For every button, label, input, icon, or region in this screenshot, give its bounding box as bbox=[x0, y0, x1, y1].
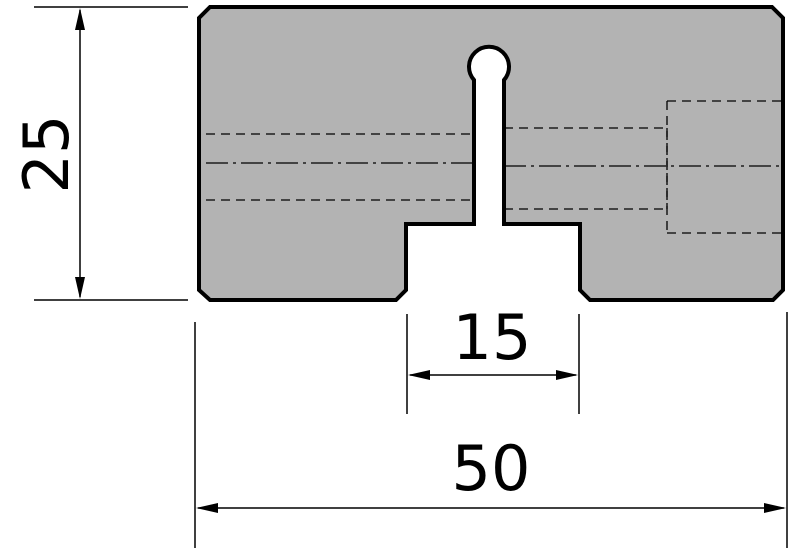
total-width-label: 50 bbox=[452, 432, 531, 505]
height-label: 25 bbox=[10, 115, 83, 194]
slot-width-label: 15 bbox=[453, 301, 532, 374]
center-line bbox=[206, 162, 783, 167]
total-width-dimension bbox=[194, 312, 788, 548]
slot-arrow-right bbox=[556, 370, 578, 380]
slot-width-dimension bbox=[406, 314, 580, 414]
height-arrow-top bbox=[75, 8, 85, 30]
total-arrow-left bbox=[196, 503, 218, 513]
total-arrow-right bbox=[764, 503, 786, 513]
height-dimension bbox=[34, 6, 188, 301]
hidden-lines bbox=[206, 100, 783, 234]
slot-arrow-left bbox=[408, 370, 430, 380]
height-arrow-bottom bbox=[75, 277, 85, 299]
profile-body bbox=[197, 5, 785, 302]
